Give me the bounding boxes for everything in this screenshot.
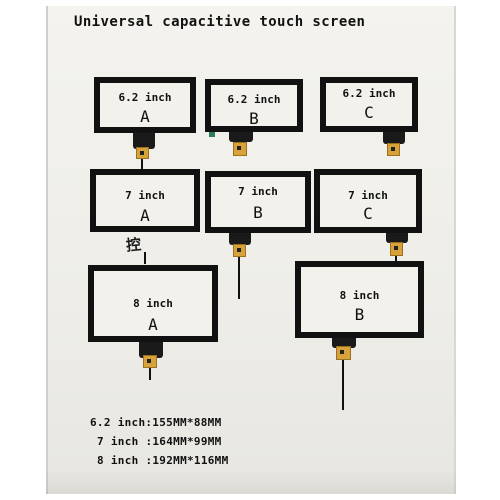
controller-chip: [233, 244, 246, 257]
panel-letter-label: B: [253, 203, 263, 222]
touch-panel-6-2-b: 6.2 inch B: [205, 79, 303, 132]
controller-chip: [390, 242, 403, 256]
controller-chip: [143, 355, 157, 368]
photo-bottom-shadow: [46, 470, 456, 494]
controller-chip: [233, 142, 247, 156]
ribbon-connector: [386, 233, 408, 243]
side-marker: [209, 132, 215, 137]
ribbon-connector: [383, 132, 405, 144]
panel-size-label: 7 inch: [238, 185, 278, 198]
cable-wire: [141, 159, 143, 169]
panel-letter-label: C: [363, 204, 373, 223]
panel-letter-label: B: [354, 305, 365, 324]
touch-panel-8-a: 8 inch A: [88, 265, 218, 342]
panel-letter-label: B: [249, 109, 259, 128]
panel-letter-label: A: [140, 107, 150, 126]
controller-chip: [136, 147, 149, 159]
panel-size-label: 6.2 inch: [118, 91, 172, 104]
panel-size-label: 8 inch: [133, 297, 173, 310]
photo-title: Universal capacitive touch screen: [74, 14, 366, 30]
panel-letter-label: A: [148, 315, 158, 334]
panel-size-label: 6.2 inch: [227, 93, 281, 106]
stamp-character: 控: [125, 235, 142, 255]
panel-size-label: 7 inch: [125, 189, 165, 202]
touch-panel-6-2-a: 6.2 inch A: [94, 77, 196, 133]
cable-wire: [342, 360, 344, 410]
panel-size-label: 7 inch: [348, 189, 388, 202]
touch-panel-7-c: 7 inch C: [314, 169, 422, 233]
panel-letter-label: C: [364, 103, 374, 122]
ribbon-connector: [229, 233, 251, 245]
ribbon-connector: [332, 338, 356, 348]
cable-wire: [149, 368, 151, 380]
touch-panel-7-b: 7 inch B: [205, 171, 311, 233]
panel-letter-label: A: [140, 206, 150, 225]
controller-chip: [336, 346, 351, 360]
ribbon-connector: [133, 133, 155, 149]
spec-line-6-2-inch: 6.2 inch:155MM*88MM: [90, 416, 222, 429]
touch-panel-7-a: 7 inch A: [90, 169, 200, 232]
controller-chip: [387, 143, 400, 156]
cable-wire: [238, 257, 240, 299]
touch-panel-6-2-c: 6.2 inch C: [320, 77, 418, 132]
ribbon-connector: [139, 342, 163, 358]
panel-size-label: 6.2 inch: [342, 87, 396, 100]
ribbon-connector: [229, 132, 253, 142]
cable-wire: [144, 252, 146, 264]
spec-line-8-inch: 8 inch :192MM*116MM: [97, 454, 229, 467]
touch-panel-8-b: 8 inch B: [295, 261, 424, 338]
spec-line-7-inch: 7 inch :164MM*99MM: [97, 435, 222, 448]
panel-size-label: 8 inch: [339, 289, 380, 302]
